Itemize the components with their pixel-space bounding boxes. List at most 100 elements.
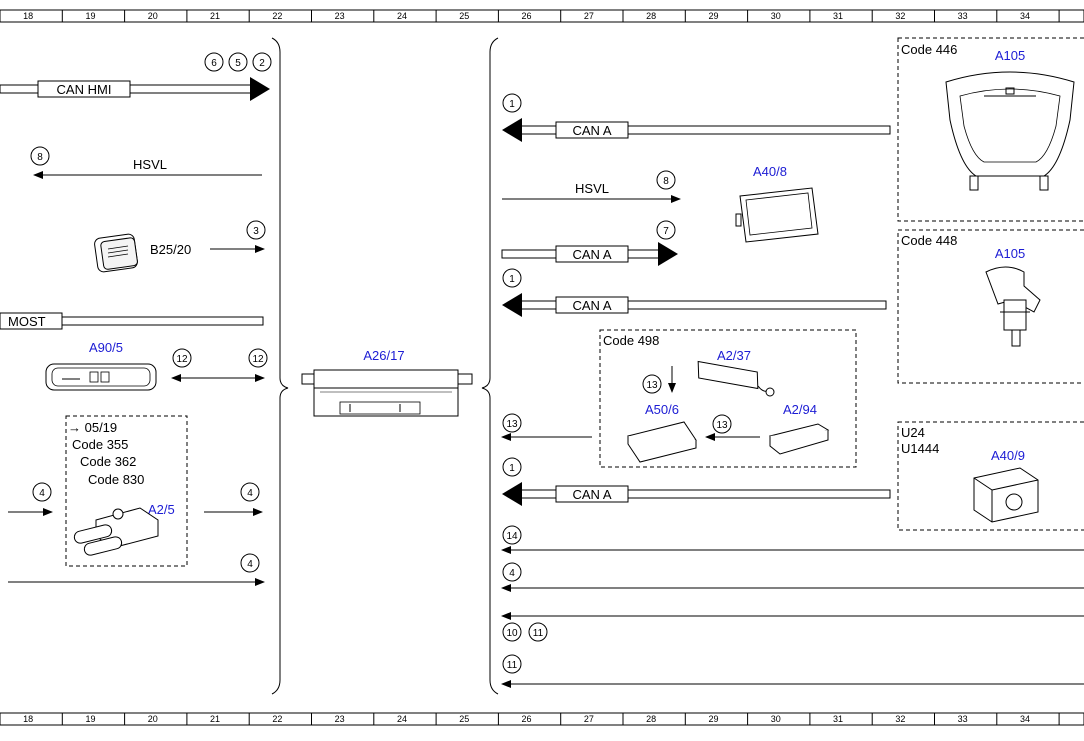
svg-text:A40/9: A40/9 [991, 448, 1025, 463]
code-448-box: Code 448 A105 [897, 229, 1084, 384]
ruler-label: 19 [85, 714, 95, 724]
svg-text:A2/37: A2/37 [717, 348, 751, 363]
ruler-label: 18 [23, 11, 33, 21]
ruler-label: 28 [646, 714, 656, 724]
svg-text:6: 6 [211, 58, 217, 69]
most-bus: MOST [0, 312, 264, 330]
code-446-box: Code 446 A105 [897, 37, 1084, 222]
svg-text:14: 14 [506, 531, 518, 542]
svg-text:U1444: U1444 [901, 441, 939, 456]
svg-text:8: 8 [37, 152, 43, 163]
svg-text:2: 2 [259, 58, 265, 69]
ruler-label: 30 [771, 11, 781, 21]
ruler-label: 32 [895, 11, 905, 21]
ruler-label: 25 [459, 11, 469, 21]
svg-text:7: 7 [663, 226, 669, 237]
ruler-label: 29 [708, 714, 718, 724]
link-4-left: 4 4 4 [8, 482, 265, 586]
svg-text:Code 448: Code 448 [901, 233, 957, 248]
ruler-label: 32 [895, 714, 905, 724]
b25-20-label: B25/20 [150, 242, 191, 257]
svg-text:CAN A: CAN A [572, 487, 611, 502]
can-hmi-label: CAN HMI [57, 82, 112, 97]
key-fob-icon [697, 360, 775, 397]
ruler-label: 22 [272, 714, 282, 724]
svg-text:13: 13 [506, 419, 518, 430]
svg-text:A105: A105 [995, 246, 1025, 261]
ruler-label: 23 [335, 714, 345, 724]
svg-text:CAN A: CAN A [572, 247, 611, 262]
svg-text:Code 498: Code 498 [603, 333, 659, 348]
ruler-label: 23 [335, 11, 345, 21]
svg-text:3: 3 [253, 226, 259, 237]
ruler-label: 26 [522, 11, 532, 21]
svg-text:1: 1 [509, 99, 515, 110]
selector-lever-icon [985, 266, 1041, 347]
svg-text:12: 12 [252, 354, 264, 365]
a90-5-label: A90/5 [89, 340, 123, 355]
ruler-label: 27 [584, 714, 594, 724]
can-hmi-bus: CAN HMI [0, 77, 270, 101]
sensor-icon [94, 233, 138, 273]
can-a-bus-1: CAN A 1 [502, 93, 891, 142]
ruler-label: 24 [397, 11, 407, 21]
svg-text:13: 13 [646, 380, 658, 391]
ruler-label: 33 [958, 11, 968, 21]
link-11: 11 [501, 654, 1084, 688]
a40-8-display: A40/8 [735, 164, 819, 243]
svg-text:A105: A105 [995, 48, 1025, 63]
left-brace [271, 37, 289, 695]
a26-17-module: A26/17 [301, 348, 473, 417]
svg-text:4: 4 [247, 559, 253, 570]
link-12: 12 12 [171, 348, 268, 382]
right-brace [481, 37, 499, 695]
svg-text:4: 4 [39, 488, 45, 499]
code-362: Code 362 [80, 454, 136, 469]
svg-text:11: 11 [533, 628, 544, 639]
svg-text:HSVL: HSVL [575, 181, 609, 196]
svg-text:8: 8 [663, 176, 669, 187]
ruler-label: 21 [210, 11, 220, 21]
ref-circles-top: 6 5 2 [204, 52, 272, 72]
svg-text:13: 13 [716, 420, 728, 431]
ruler-label: 30 [771, 714, 781, 724]
ruler-label: 22 [272, 11, 282, 21]
hsvl-right-line: HSVL 8 [502, 170, 681, 203]
a2-5-optional-box: → 05/19 Code 355 Code 362 Code 830 A2/5 [65, 415, 188, 567]
ruler-label: 19 [85, 11, 95, 21]
ruler-label: 29 [708, 11, 718, 21]
code-05-19: → 05/19 [68, 420, 117, 435]
ruler-label: 28 [646, 11, 656, 21]
ruler-label: 26 [522, 714, 532, 724]
ruler-label: 34 [1020, 11, 1030, 21]
most-label: MOST [8, 314, 46, 329]
u24-box: U24 U1444 A40/9 [897, 421, 1084, 531]
antenna-connector-icon [73, 507, 159, 556]
ruler-label: 31 [833, 11, 843, 21]
ruler-label: 25 [459, 714, 469, 724]
camera-module-icon [973, 467, 1039, 523]
ruler-label: 34 [1020, 714, 1030, 724]
svg-text:4: 4 [247, 488, 253, 499]
ruler-label: 21 [210, 714, 220, 724]
svg-text:A2/94: A2/94 [783, 402, 817, 417]
svg-text:11: 11 [507, 660, 518, 671]
link-10-11: 10 11 [501, 612, 1084, 642]
svg-text:U24: U24 [901, 425, 925, 440]
link-14: 14 [501, 525, 1084, 554]
svg-text:1: 1 [509, 463, 515, 474]
b25-20-sensor: B25/20 3 [94, 220, 266, 273]
svg-text:A40/8: A40/8 [753, 164, 787, 179]
code-830: Code 830 [88, 472, 144, 487]
can-a-bus-4: CAN A 1 [502, 457, 891, 506]
hsvl-left-line: HSVL 8 [30, 146, 262, 179]
svg-text:1: 1 [509, 274, 515, 285]
card-icon [768, 423, 830, 455]
ruler-label: 24 [397, 714, 407, 724]
svg-text:CAN A: CAN A [572, 123, 611, 138]
ruler-label: 18 [23, 714, 33, 724]
ruler-label: 20 [148, 11, 158, 21]
control-unit-icon [627, 421, 697, 463]
